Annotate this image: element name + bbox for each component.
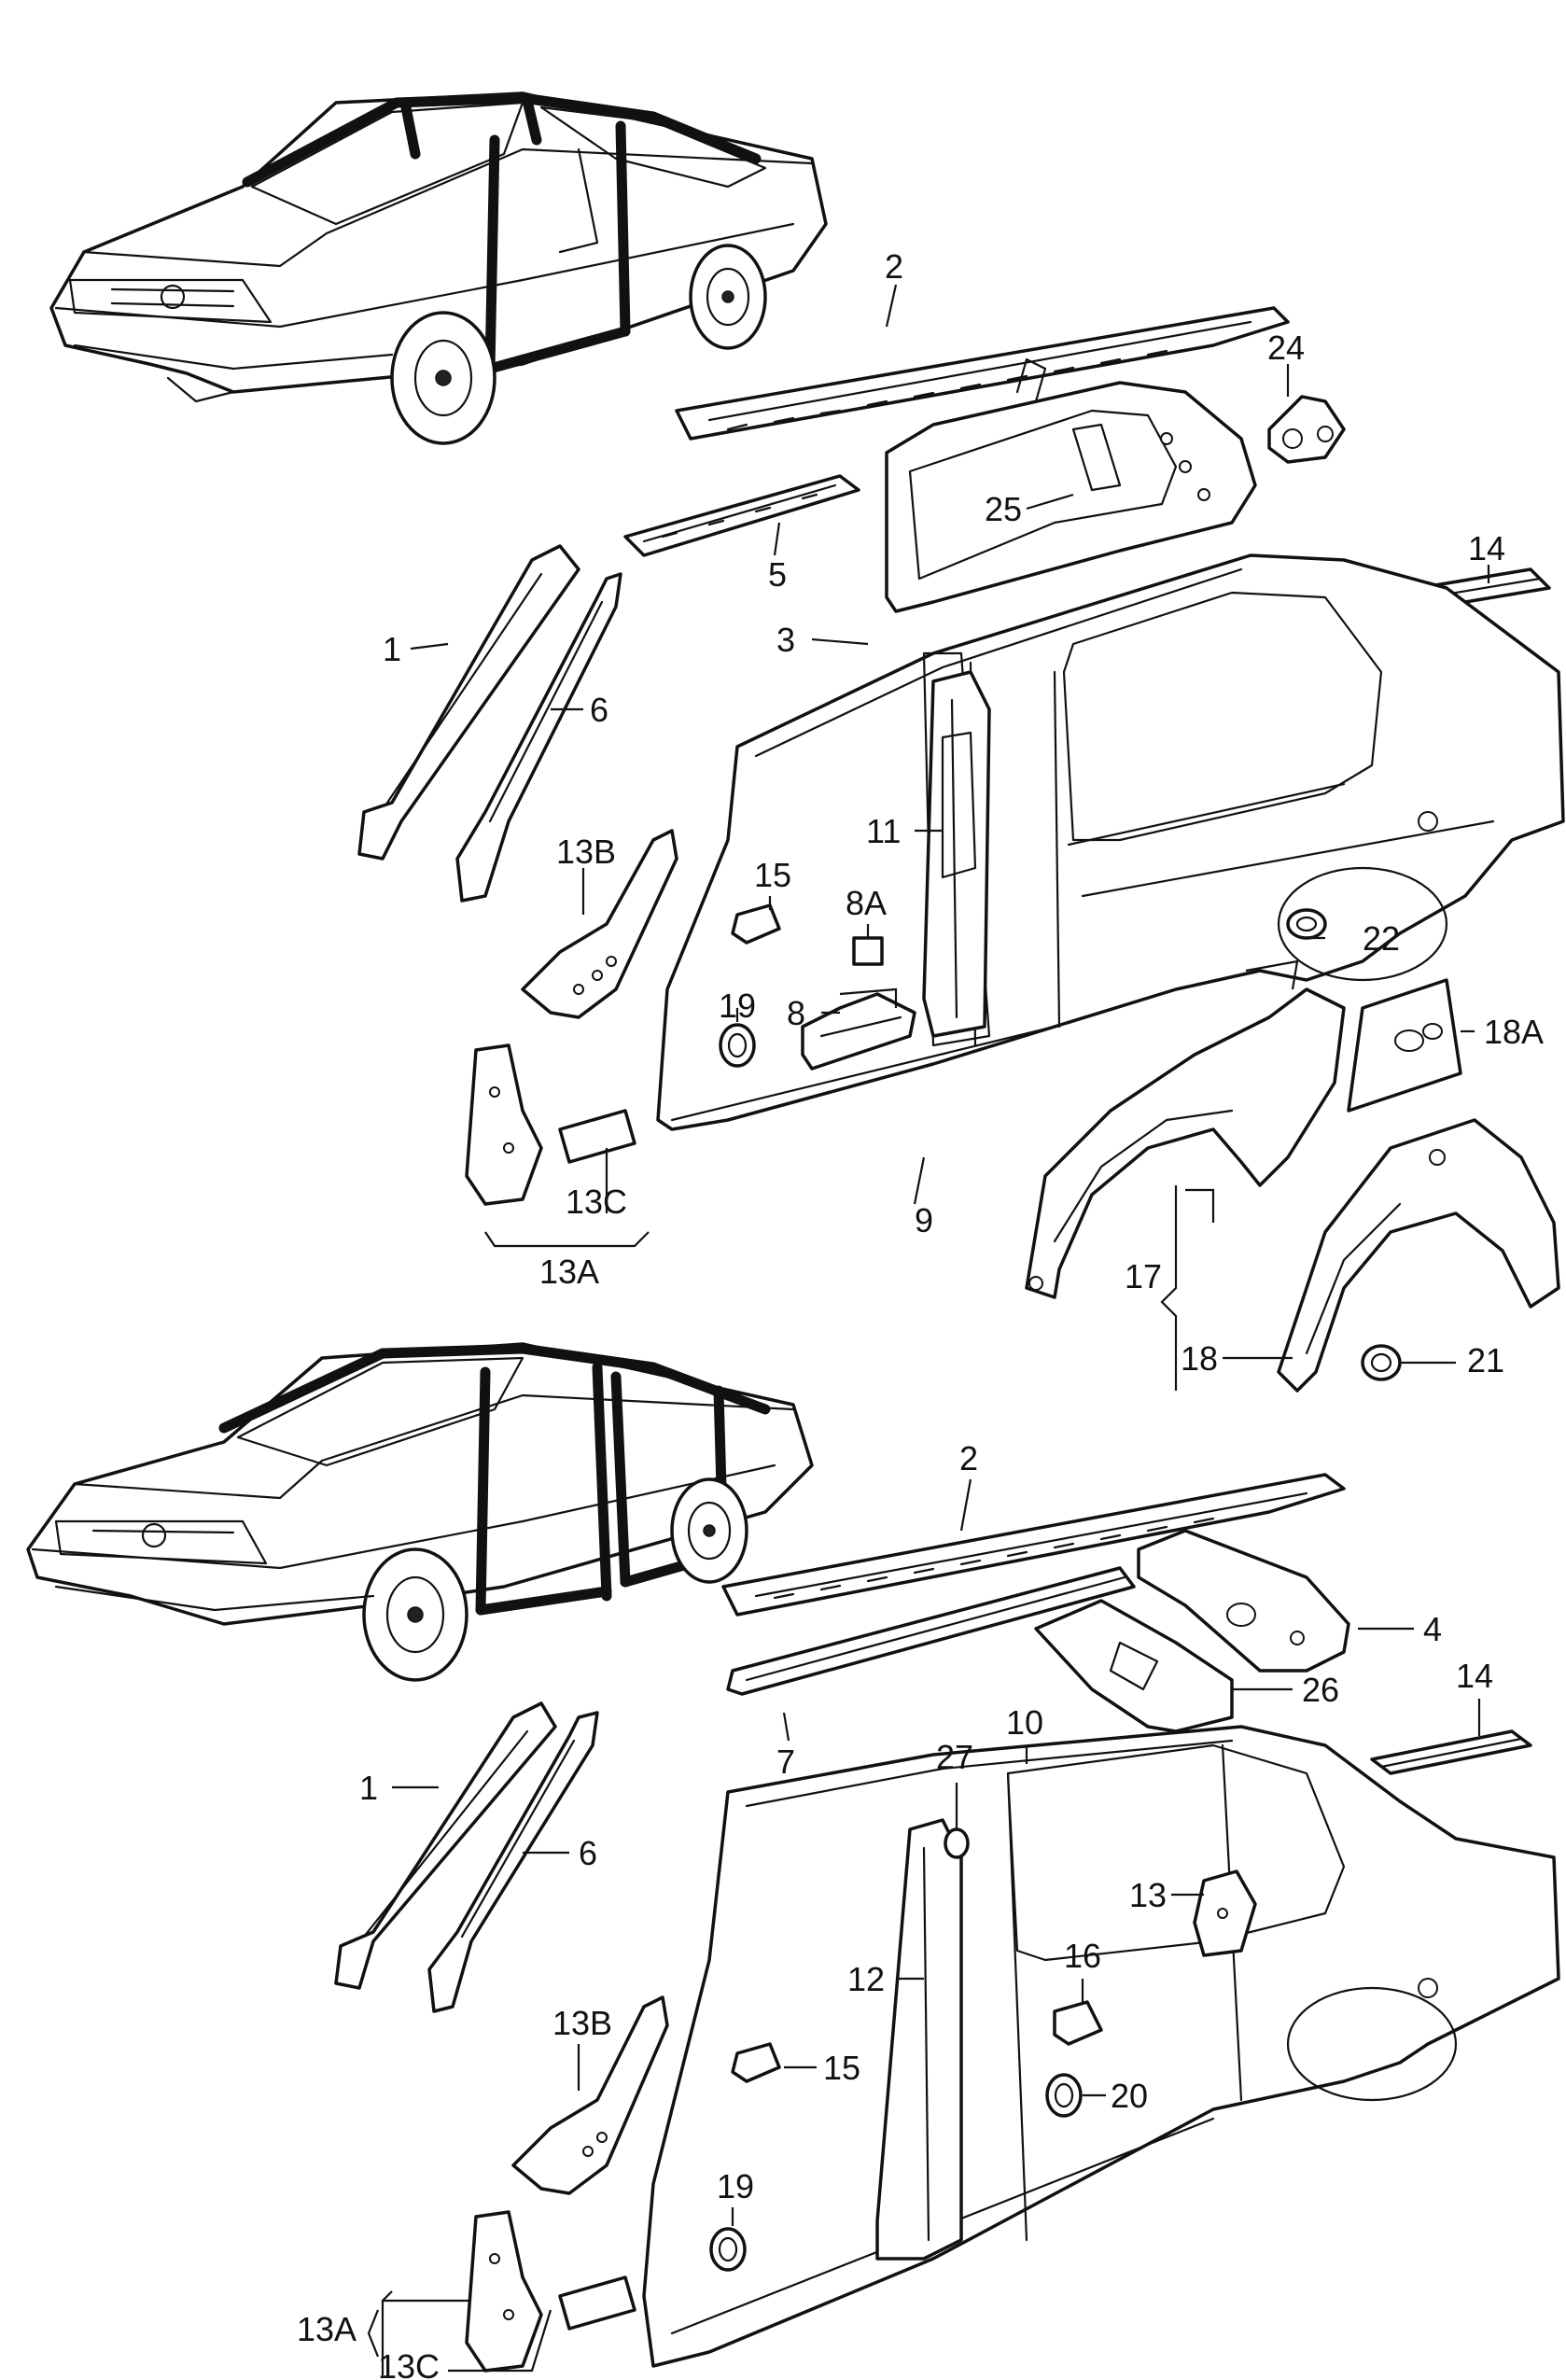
part-26-c-pillar-inner xyxy=(1034,1599,1234,1733)
callout-3: 3 xyxy=(776,621,795,659)
callout-21: 21 xyxy=(1467,1341,1504,1379)
part-13B-bracket-bottom xyxy=(511,1995,669,2195)
callout-labels-top: 2 24 25 5 14 1 3 6 11 13B 15 8A 22 18A 8… xyxy=(383,247,1544,1379)
callout-4: 4 xyxy=(1423,1610,1442,1648)
callout-18A: 18A xyxy=(1484,1013,1544,1051)
part-19-grommet-bottom xyxy=(709,2227,747,2272)
callout-5: 5 xyxy=(768,555,787,594)
part-13A-bracket-top xyxy=(465,1043,543,1206)
callout-13A-bottom: 13A xyxy=(297,2310,357,2348)
callout-18: 18 xyxy=(1181,1339,1218,1378)
callout-22: 22 xyxy=(1363,919,1400,958)
callout-13-bottom: 13 xyxy=(1129,1876,1167,1914)
part-13B-bracket-top xyxy=(521,829,678,1019)
callout-13A-top: 13A xyxy=(539,1253,599,1291)
part-17-wheelhouse-outer xyxy=(1025,987,1346,1299)
callout-13B-top: 13B xyxy=(556,833,616,871)
car-4door-illustration xyxy=(26,1342,814,1682)
part-15-bracket-top xyxy=(731,903,781,945)
part-21-grommet xyxy=(1361,1344,1402,1381)
part-8A-block xyxy=(852,936,884,966)
part-2-roof-frame-bottom xyxy=(721,1473,1346,1617)
callout-25: 25 xyxy=(985,490,1022,528)
callout-2-top: 2 xyxy=(885,247,903,286)
callout-17: 17 xyxy=(1125,1257,1162,1295)
callout-labels-bottom: 2 4 26 7 14 10 27 1 6 13 12 16 13B 15 20… xyxy=(297,1439,1493,2380)
callout-19-top: 19 xyxy=(719,987,756,1025)
car-2door-illustration xyxy=(49,91,828,445)
leader-lines-bottom xyxy=(381,1478,1481,2375)
callout-8A: 8A xyxy=(846,884,887,922)
part-2-roof-frame-top xyxy=(675,306,1290,441)
part-14-rear-strip-bottom xyxy=(1370,1729,1532,1775)
callout-15-bottom: 15 xyxy=(823,2049,860,2087)
part-24-bracket xyxy=(1267,395,1346,464)
callout-16: 16 xyxy=(1064,1937,1101,1975)
part-15-bracket-bottom xyxy=(731,2042,781,2083)
part-13C-plate-top xyxy=(558,1109,636,1164)
callout-11: 11 xyxy=(866,812,901,850)
callout-8: 8 xyxy=(787,994,805,1032)
callout-6-top: 6 xyxy=(590,691,608,729)
part-19-grommet-top xyxy=(719,1023,756,1068)
part-25-quarter-window-frame xyxy=(885,357,1257,613)
part-4-rear-shelf-panel xyxy=(1137,1529,1350,1673)
part-13-bracket-bottom xyxy=(1193,1869,1257,1957)
part-10-side-panel-bottom xyxy=(642,1725,1560,2368)
part-20-grommet xyxy=(1045,2073,1083,2118)
brace-13A-bottom xyxy=(367,2309,380,2358)
callout-27: 27 xyxy=(936,1738,973,1776)
part-1-a-pillar-inner-bottom xyxy=(334,1701,557,1990)
callout-9: 9 xyxy=(915,1201,933,1239)
part-5-roof-rail-strip xyxy=(623,474,860,557)
callout-26: 26 xyxy=(1302,1671,1339,1709)
part-27-plug xyxy=(944,1827,970,1859)
part-22-grommet xyxy=(1286,908,1327,940)
part-16-bracket xyxy=(1053,2000,1103,2046)
callout-14-top: 14 xyxy=(1468,529,1505,567)
callout-12: 12 xyxy=(847,1960,885,1998)
callout-1-top: 1 xyxy=(383,630,401,668)
callout-14-bottom: 14 xyxy=(1456,1657,1493,1695)
part-6-a-pillar-outer-top xyxy=(455,572,622,903)
part-18A-panel xyxy=(1347,978,1462,1113)
part-13A-bracket-bottom xyxy=(465,2210,543,2373)
callout-2-bottom: 2 xyxy=(959,1439,978,1477)
callout-7: 7 xyxy=(776,1743,795,1781)
part-1-a-pillar-inner-top xyxy=(357,544,580,861)
callout-20: 20 xyxy=(1111,2077,1148,2115)
leader-lines-top xyxy=(410,284,1490,1391)
callout-10: 10 xyxy=(1006,1703,1043,1742)
callout-15-top: 15 xyxy=(754,856,791,894)
callout-13C-bottom: 13C xyxy=(378,2347,440,2380)
part-12-b-pillar-bottom xyxy=(875,1818,963,2261)
part-7-roof-rail-bottom xyxy=(726,1566,1136,1696)
callout-6-bottom: 6 xyxy=(579,1834,597,1872)
callout-13C-top: 13C xyxy=(566,1183,627,1221)
part-11-b-pillar-top xyxy=(922,670,991,1038)
callout-19-bottom: 19 xyxy=(717,2167,754,2205)
callout-1-bottom: 1 xyxy=(359,1769,378,1807)
callout-24: 24 xyxy=(1267,329,1305,367)
part-18-wheelhouse-inner xyxy=(1277,1118,1560,1393)
part-13C-plate-bottom xyxy=(558,2275,636,2331)
part-6-a-pillar-outer-bottom xyxy=(427,1711,599,2013)
callout-13B-bottom: 13B xyxy=(552,2004,612,2042)
